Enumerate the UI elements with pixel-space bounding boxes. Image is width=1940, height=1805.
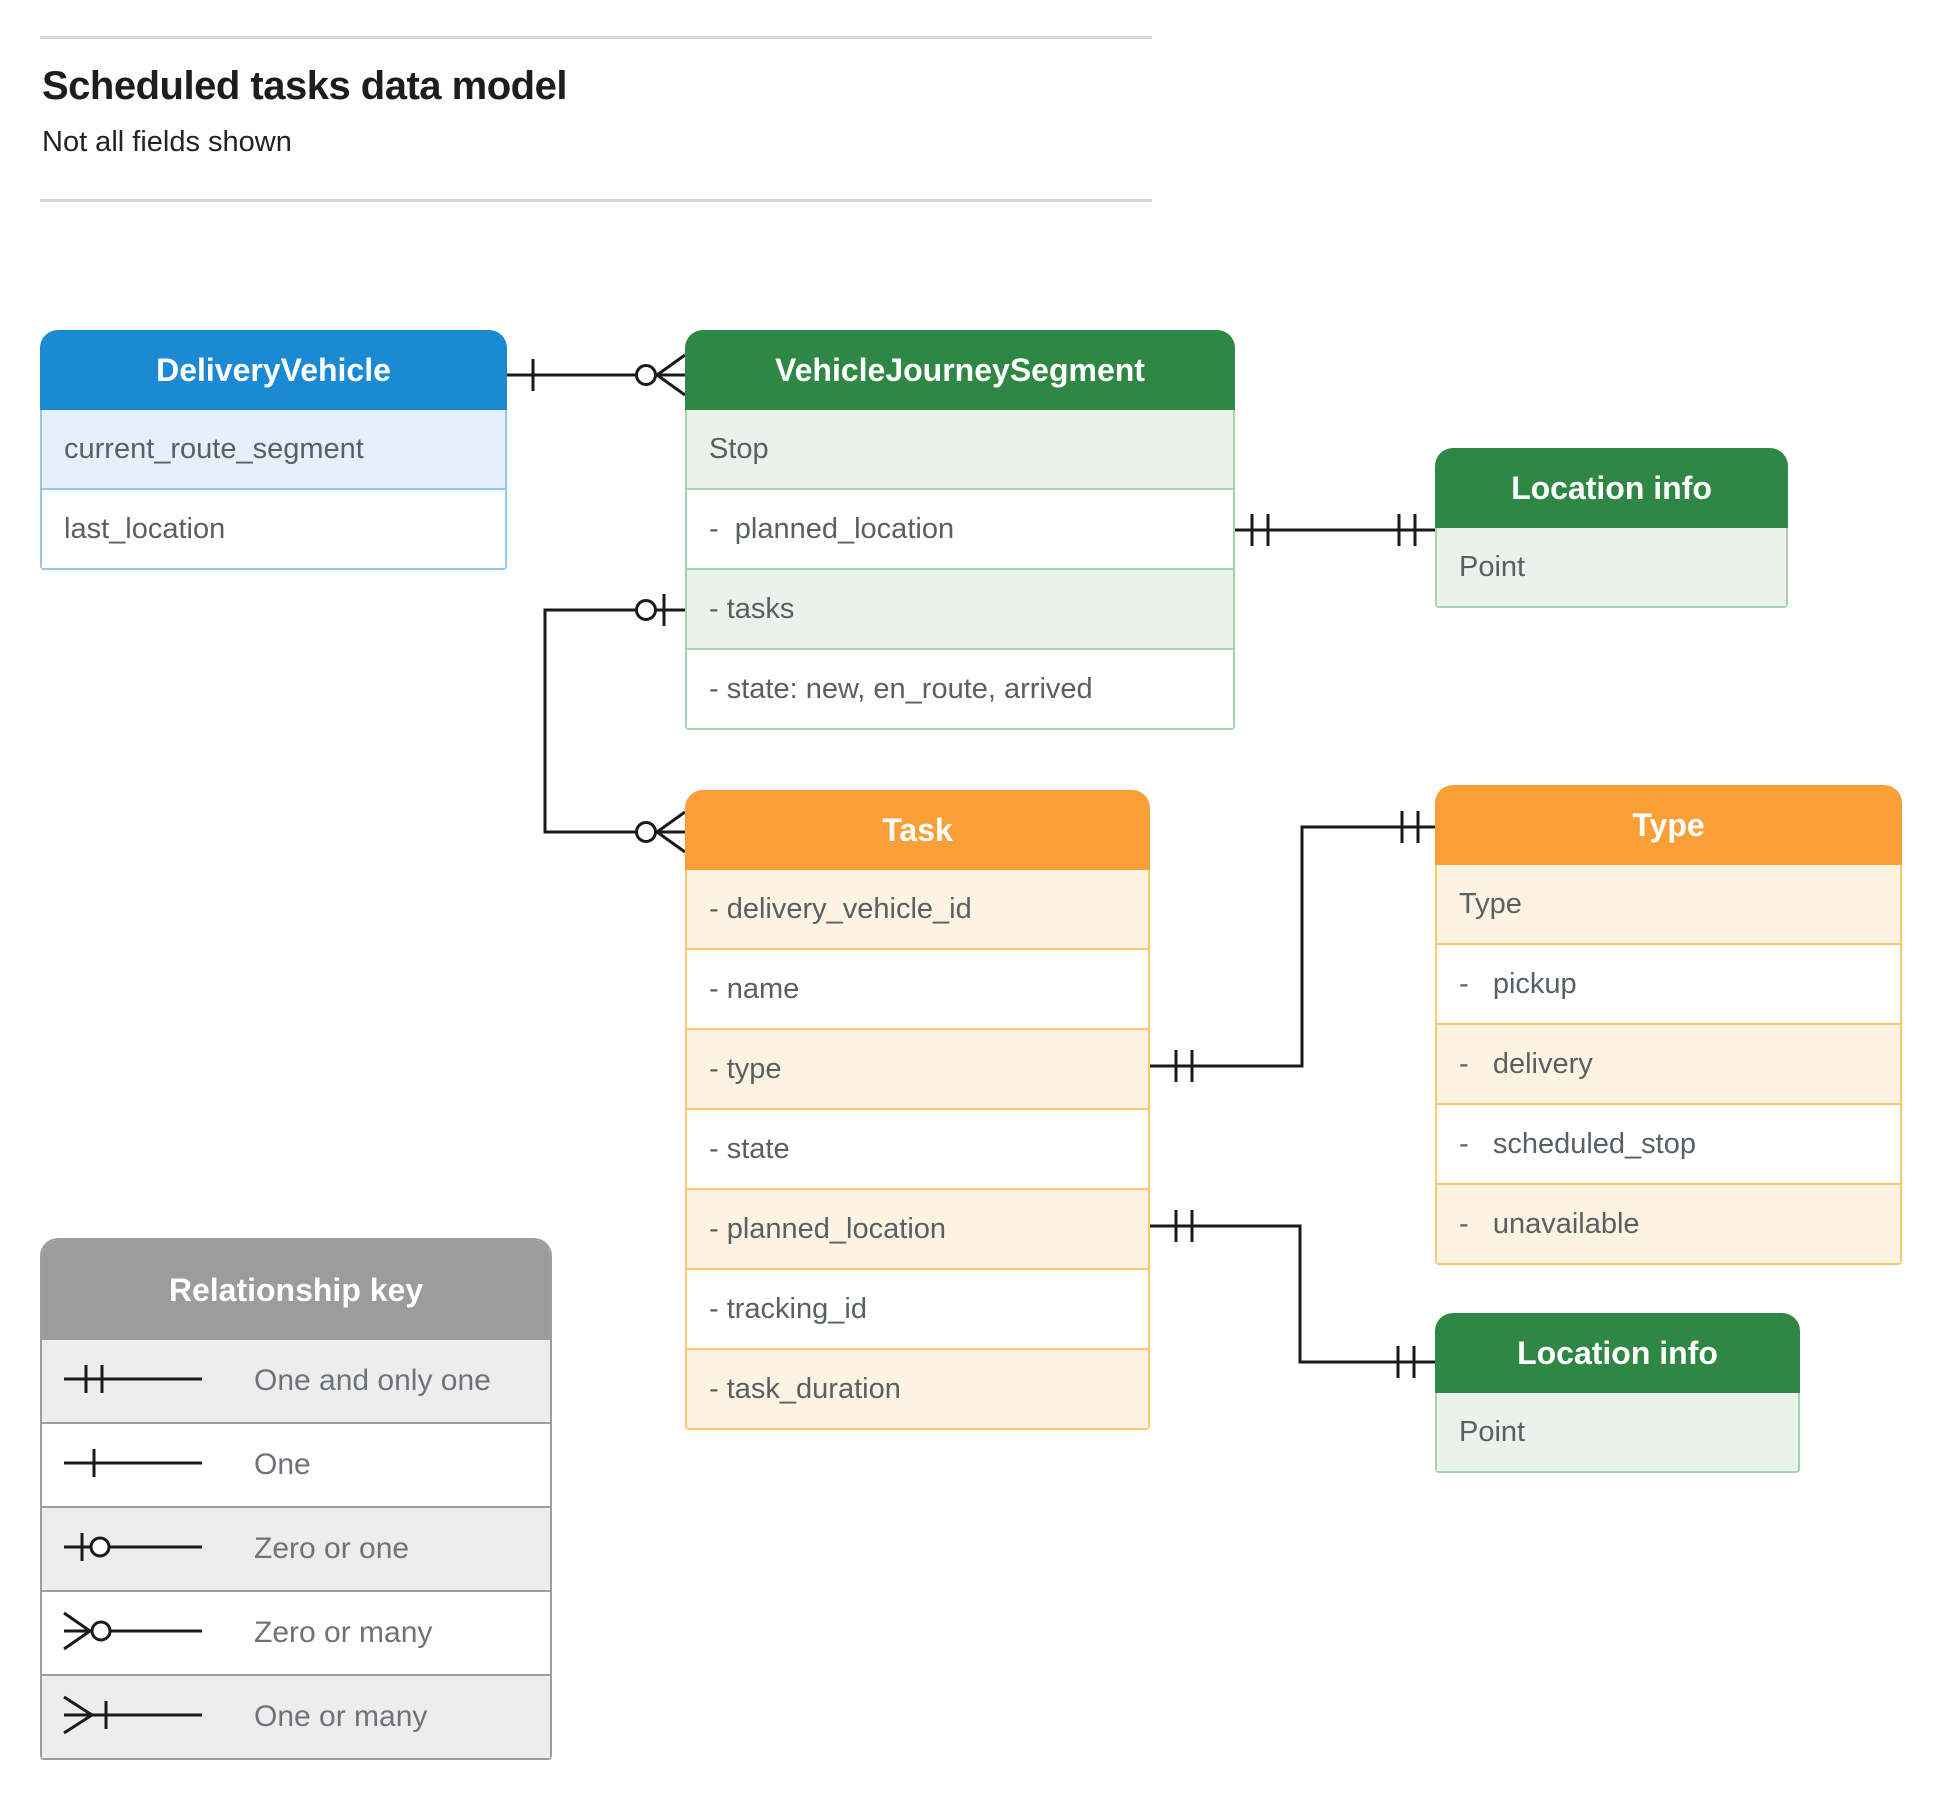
legend-item-zero-or-one: Zero or one (42, 1506, 550, 1590)
legend-label: One or many (254, 1700, 428, 1733)
top-divider (40, 36, 1152, 39)
field-row: - tracking_id (687, 1268, 1148, 1348)
entity-fields-task: - delivery_vehicle_id- name- type- state… (685, 870, 1150, 1430)
field-row: last_location (42, 488, 505, 568)
field-row: Stop (687, 410, 1233, 488)
field-row: - state: new, en_route, arrived (687, 648, 1233, 728)
field-row: Point (1437, 1393, 1798, 1471)
one-symbol-icon (64, 1448, 202, 1477)
field-row: - scheduled_stop (1437, 1103, 1900, 1183)
legend-item-one-or-many: One or many (42, 1674, 550, 1758)
entity-fields-location-info-bottom: Point (1435, 1393, 1800, 1473)
entity-fields-vehicle-journey-segment: Stop- planned_location- tasks- state: ne… (685, 410, 1235, 730)
entity-header-location-info-top: Location info (1435, 448, 1788, 528)
legend-symbol (62, 1523, 232, 1576)
page-subtitle: Not all fields shown (42, 126, 292, 158)
legend-symbol (62, 1607, 232, 1660)
field-row: - delivery_vehicle_id (687, 870, 1148, 948)
legend-label: One (254, 1448, 311, 1481)
field-row: - unavailable (1437, 1183, 1900, 1263)
legend-symbol (62, 1439, 232, 1492)
subtitle-divider (40, 199, 1152, 202)
legend-symbol (62, 1691, 232, 1744)
legend-title: Relationship key (42, 1240, 550, 1340)
legend-item-one: One (42, 1422, 550, 1506)
entity-header-type: Type (1435, 785, 1902, 865)
legend-item-zero-or-many: Zero or many (42, 1590, 550, 1674)
entity-header-task: Task (685, 790, 1150, 870)
connector-vehiclejourneysegment-tasks-to-task (543, 594, 686, 854)
legend-item-one-and-only-one: One and only one (42, 1340, 550, 1422)
field-row: - pickup (1437, 943, 1900, 1023)
field-row: - planned_location (687, 488, 1233, 568)
field-row: Type (1437, 865, 1900, 943)
field-row: - state (687, 1108, 1148, 1188)
zero-or-many-symbol-icon (63, 1611, 202, 1650)
entity-task: Task- delivery_vehicle_id- name- type- s… (685, 790, 1150, 1430)
field-row: - delivery (1437, 1023, 1900, 1103)
entity-fields-type: Type- pickup- delivery- scheduled_stop- … (1435, 865, 1902, 1265)
connector-vehiclejourneysegment-plannedlocation-to-locationinfo (1235, 514, 1435, 546)
field-row: - type (687, 1028, 1148, 1108)
field-row: Point (1437, 528, 1786, 606)
page-title: Scheduled tasks data model (42, 64, 567, 108)
one-and-only-one-symbol-icon (64, 1364, 202, 1393)
entity-header-location-info-bottom: Location info (1435, 1313, 1800, 1393)
field-row: current_route_segment (42, 410, 505, 488)
legend-label: Zero or many (254, 1616, 433, 1649)
legend-symbol (62, 1355, 232, 1408)
one-or-many-symbol-icon (63, 1695, 202, 1734)
entity-header-delivery-vehicle: DeliveryVehicle (40, 330, 507, 410)
field-row: - name (687, 948, 1148, 1028)
connector-task-type-to-type (1150, 811, 1435, 1082)
zero-or-one-symbol-icon (64, 1532, 202, 1561)
entity-header-vehicle-journey-segment: VehicleJourneySegment (685, 330, 1235, 410)
legend-label: Zero or one (254, 1532, 410, 1565)
field-row: - planned_location (687, 1188, 1148, 1268)
entity-fields-location-info-top: Point (1435, 528, 1788, 608)
field-row: - task_duration (687, 1348, 1148, 1428)
connector-deliveryvehicle-to-vehiclejourneysegment (507, 353, 686, 397)
legend-label: One and only one (254, 1364, 491, 1397)
field-row: - tasks (687, 568, 1233, 648)
connector-task-plannedlocation-to-locationinfo (1150, 1210, 1435, 1378)
